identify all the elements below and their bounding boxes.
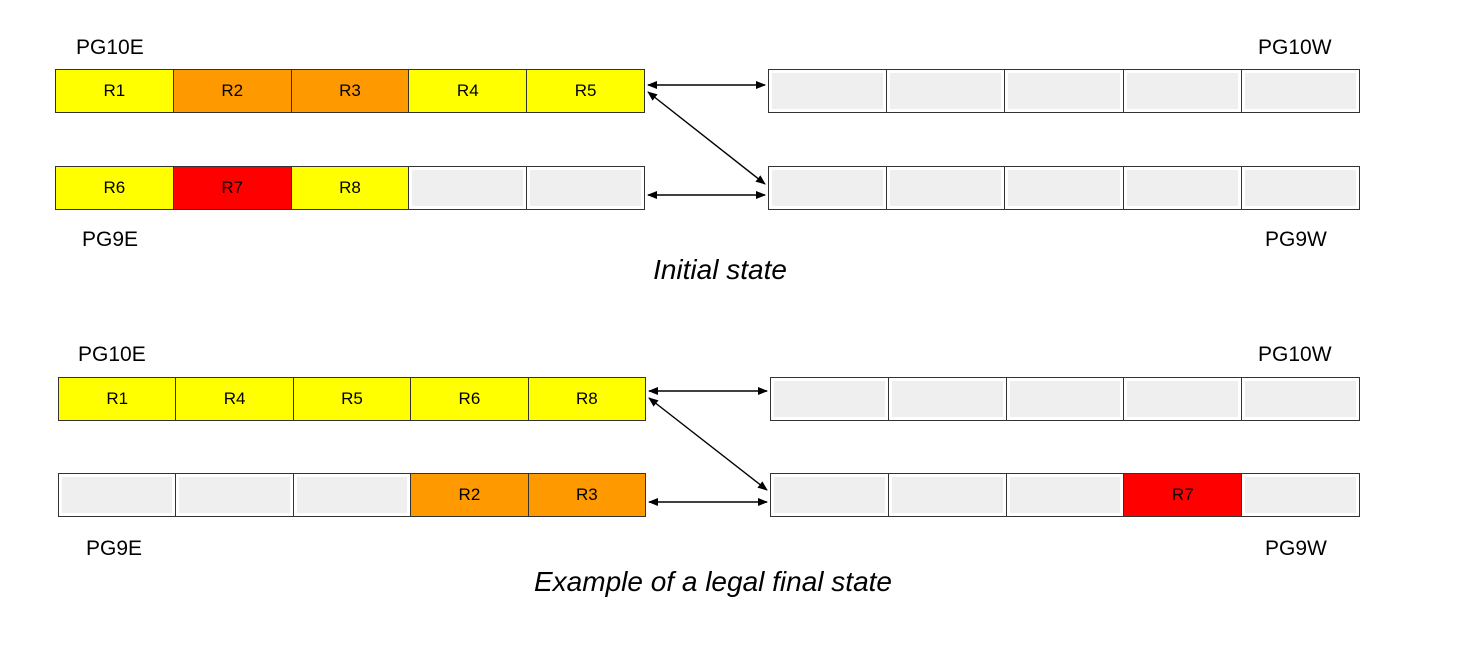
slot-r4: R4 — [176, 378, 294, 420]
slot-empty — [769, 167, 888, 209]
slot-r8: R8 — [528, 378, 646, 420]
label-pg10e: PG10E — [78, 343, 146, 366]
slot-empty — [1241, 70, 1360, 112]
slot-r5: R5 — [293, 378, 412, 420]
slot-r5: R5 — [527, 70, 644, 112]
caption-final-state: Example of a legal final state — [534, 566, 892, 597]
slot-empty — [1241, 167, 1360, 209]
row-pg10w — [768, 69, 1360, 113]
label-pg9e: PG9E — [82, 228, 139, 251]
label-pg10w: PG10W — [1258, 343, 1332, 366]
slot-empty — [1006, 474, 1125, 516]
row-pg9w: R7 — [770, 473, 1360, 517]
slot-r4: R4 — [409, 70, 528, 112]
slot-r1: R1 — [56, 70, 174, 112]
slot-empty — [1005, 70, 1124, 112]
row-pg9w — [768, 166, 1360, 210]
row-pg10w — [770, 377, 1360, 421]
slot-empty — [771, 474, 889, 516]
slot-r8: R8 — [291, 167, 410, 209]
slot-empty — [409, 167, 528, 209]
slot-empty — [1006, 378, 1125, 420]
slot-empty — [887, 70, 1006, 112]
slot-empty — [527, 167, 644, 209]
label-pg10e: PG10E — [76, 36, 144, 59]
slot-empty — [293, 474, 412, 516]
caption-initial-state: Initial state — [653, 254, 787, 285]
link-pg10e-pg9w — [647, 91, 766, 185]
slot-empty — [1242, 474, 1359, 516]
slot-empty — [1242, 378, 1359, 420]
slot-empty — [769, 70, 888, 112]
slot-r2: R2 — [173, 70, 292, 112]
slot-empty — [771, 378, 889, 420]
slot-empty — [1124, 378, 1243, 420]
slot-r3: R3 — [291, 70, 410, 112]
slot-empty — [888, 474, 1007, 516]
slot-empty — [1123, 167, 1242, 209]
label-pg10w: PG10W — [1258, 36, 1332, 59]
slot-r7: R7 — [173, 167, 292, 209]
slot-r3: R3 — [528, 474, 646, 516]
slot-r7: R7 — [1124, 474, 1243, 516]
slot-empty — [59, 474, 177, 516]
slot-empty — [176, 474, 294, 516]
slot-empty — [1123, 70, 1242, 112]
slot-r6: R6 — [411, 378, 529, 420]
slot-empty — [887, 167, 1006, 209]
slot-r6: R6 — [56, 167, 174, 209]
label-pg9e: PG9E — [86, 537, 143, 560]
label-pg9w: PG9W — [1265, 537, 1327, 560]
slot-empty — [1005, 167, 1124, 209]
link-pg10e-pg9w — [648, 397, 768, 491]
label-pg9w: PG9W — [1265, 228, 1327, 251]
slot-r1: R1 — [59, 378, 177, 420]
slot-r2: R2 — [411, 474, 529, 516]
slot-empty — [888, 378, 1007, 420]
